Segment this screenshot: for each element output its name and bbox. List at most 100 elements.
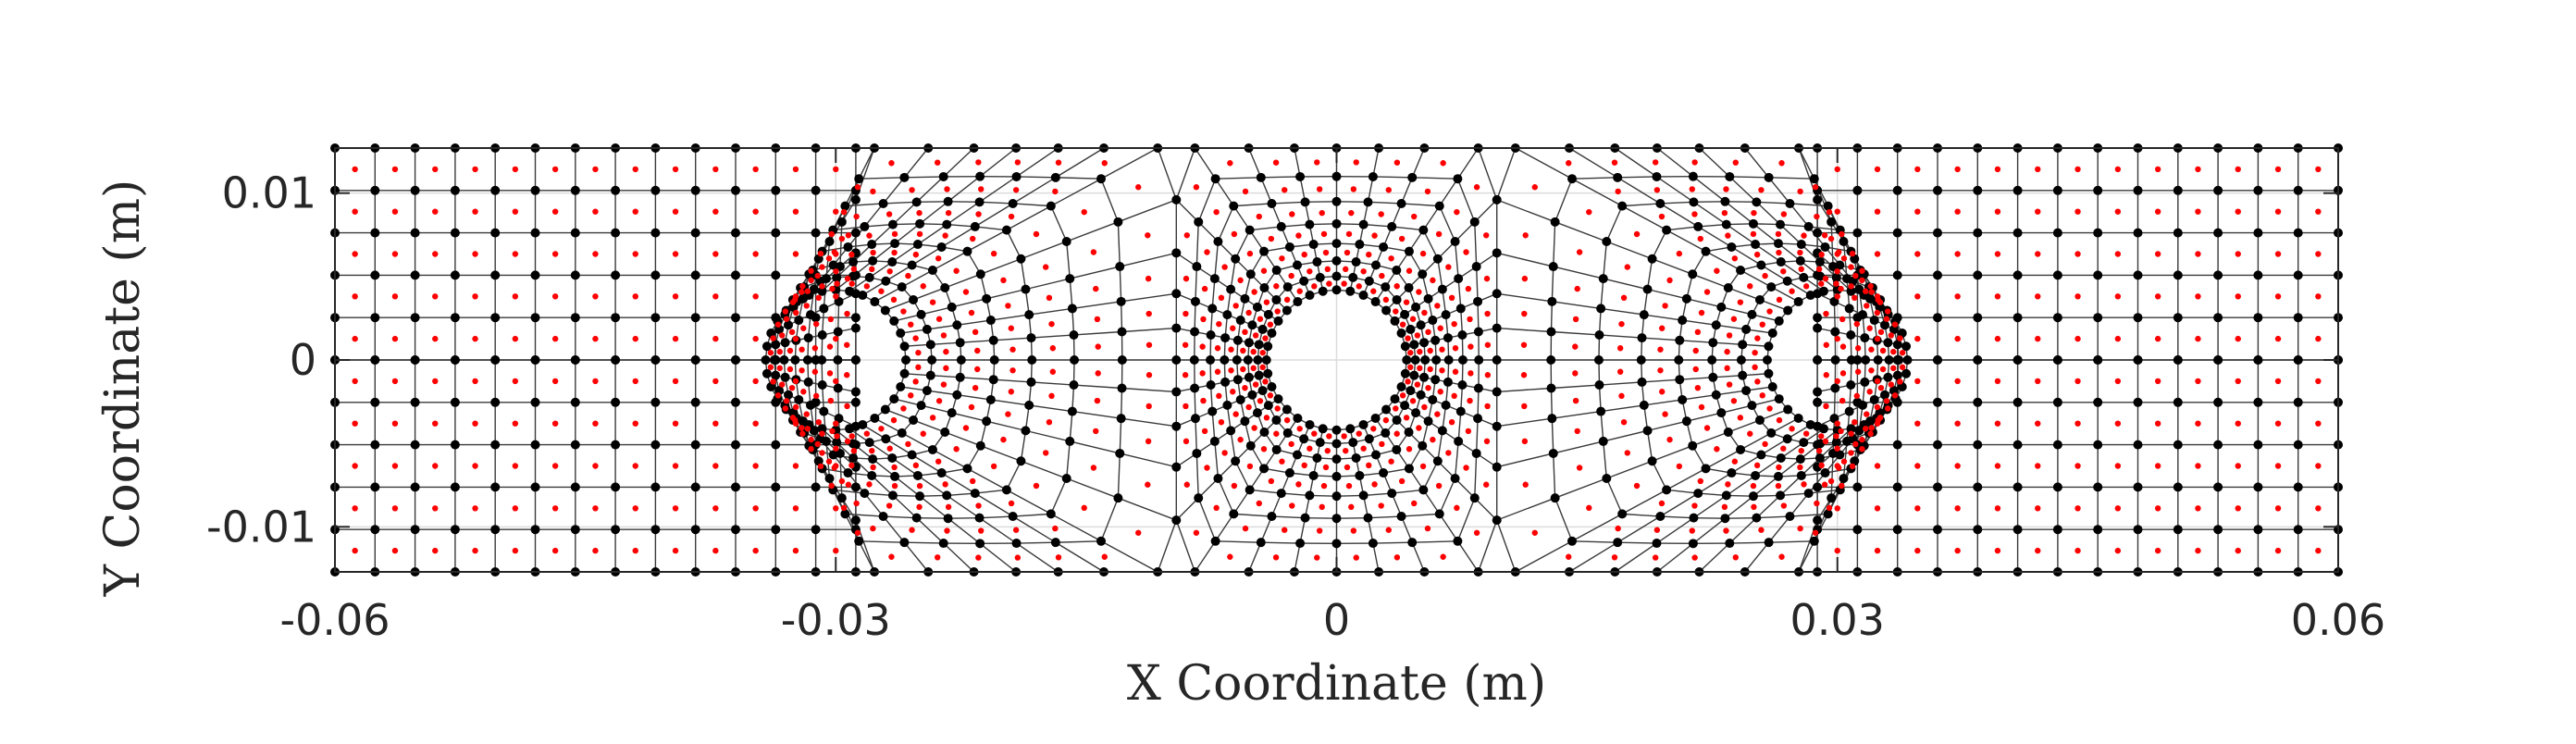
mesh-edge [1474, 199, 1498, 223]
element-centroid [672, 251, 679, 257]
mesh-node [943, 196, 953, 206]
mesh-node [1550, 493, 1560, 503]
mesh-node [1065, 436, 1075, 446]
element-centroid [2154, 547, 2161, 554]
mesh-node [1411, 302, 1421, 312]
element-centroid [2074, 378, 2081, 385]
mesh-edge [1830, 453, 1834, 499]
element-centroid [1839, 482, 1845, 490]
mesh-node [2133, 440, 2143, 450]
element-centroid [1780, 445, 1787, 452]
mesh-node [490, 525, 501, 535]
element-centroid [1762, 272, 1768, 279]
mesh-node [1738, 340, 1748, 350]
mesh-node [490, 270, 501, 280]
element-centroid [1213, 504, 1220, 512]
mesh-node [2012, 440, 2023, 450]
element-centroid [1221, 450, 1228, 456]
mesh-edge [1600, 411, 1604, 441]
element-centroid [943, 348, 949, 355]
element-centroid [1388, 255, 1394, 262]
element-centroid [1874, 251, 1881, 257]
mesh-node [1598, 436, 1608, 446]
element-centroid [1101, 160, 1108, 167]
element-centroid [1283, 416, 1291, 424]
element-centroid [551, 251, 559, 257]
mesh-node [880, 404, 890, 415]
mesh-node [1305, 219, 1315, 229]
mesh-node [1647, 456, 1657, 466]
element-centroid [352, 335, 358, 342]
element-centroid [1000, 436, 1007, 443]
mesh-node [2173, 525, 2183, 535]
element-centroid [1409, 398, 1417, 404]
element-centroid [970, 235, 976, 242]
mesh-edge [864, 223, 893, 228]
mesh-edge [1215, 513, 1234, 542]
element-centroid [804, 426, 811, 432]
element-centroid [391, 251, 399, 257]
mesh-node [1883, 338, 1893, 348]
mesh-edge [930, 374, 960, 378]
mesh-node [370, 525, 380, 535]
element-centroid [632, 166, 638, 173]
mesh-node [1312, 453, 1322, 463]
element-centroid [1994, 420, 2001, 427]
mesh-edge [1477, 301, 1480, 332]
element-centroid [935, 458, 942, 465]
element-centroid [814, 272, 821, 279]
element-centroid [870, 249, 876, 256]
element-centroid [1452, 345, 1459, 352]
element-centroid [1301, 251, 1307, 258]
mesh-node [1411, 408, 1421, 418]
mesh-node [1231, 254, 1241, 264]
mesh-node [450, 482, 460, 492]
element-centroid [792, 166, 799, 173]
mesh-node [2253, 397, 2263, 407]
mesh-edge [1217, 477, 1234, 515]
mesh-edge [1066, 477, 1119, 499]
element-centroid [1451, 320, 1457, 328]
mesh-edge [1120, 252, 1177, 267]
mesh-node [450, 270, 460, 280]
element-centroid [908, 392, 914, 399]
mesh-edge [1721, 306, 1752, 316]
mesh-edge [1666, 229, 1706, 253]
mesh-node [1751, 470, 1761, 480]
mesh-edge [1808, 489, 1840, 494]
element-centroid [1862, 288, 1869, 294]
mesh-edge [943, 542, 975, 573]
element-centroid [1227, 160, 1233, 167]
mesh-node [848, 439, 858, 449]
element-centroid [1737, 299, 1744, 305]
mesh-node [2173, 397, 2183, 407]
mesh-node [878, 198, 888, 208]
element-centroid [1653, 527, 1661, 533]
mesh-node [1416, 320, 1426, 330]
mesh-node [1662, 485, 1672, 495]
element-centroid [1000, 277, 1007, 284]
element-centroid [1839, 343, 1847, 350]
element-centroid [1251, 289, 1257, 295]
mesh-edge [912, 419, 946, 433]
mesh-edge [1454, 241, 1459, 279]
element-centroid [2195, 166, 2201, 173]
mesh-node [611, 228, 621, 238]
element-centroid [1703, 425, 1711, 431]
element-centroid [972, 384, 979, 391]
element-centroid [1048, 392, 1055, 400]
mesh-node [1764, 368, 1774, 378]
mesh-node [611, 313, 621, 323]
mesh-node [1652, 539, 1662, 549]
element-centroid [1193, 529, 1200, 536]
element-centroid [1697, 235, 1703, 242]
element-centroid [869, 447, 875, 454]
element-centroid [909, 187, 915, 193]
element-centroid [915, 349, 922, 356]
mesh-node [803, 377, 813, 387]
mesh-node [955, 372, 965, 382]
mesh-edge [1798, 147, 1815, 180]
mesh-node [975, 269, 985, 279]
element-centroid [1483, 232, 1490, 239]
mesh-node [927, 355, 937, 365]
